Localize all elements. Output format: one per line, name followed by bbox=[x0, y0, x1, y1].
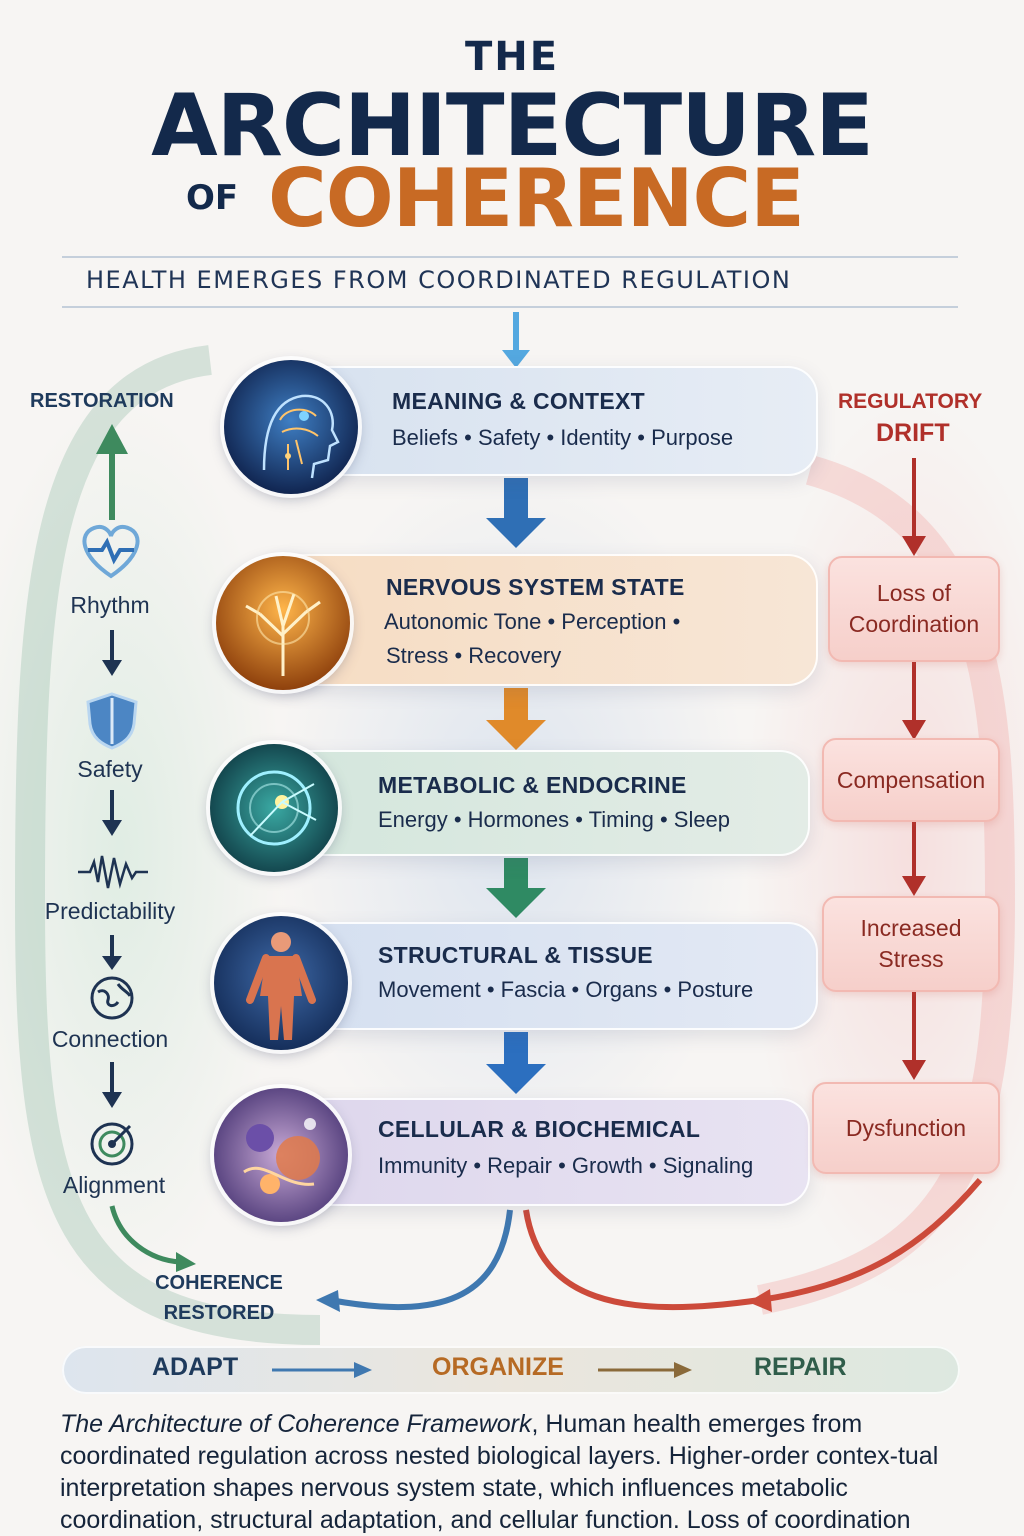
drift-stage-compensation: Compensation bbox=[822, 738, 1000, 822]
layer-card-structural: STRUCTURAL & TISSUE Movement • Fascia • … bbox=[262, 922, 818, 1030]
process-step-repair: REPAIR bbox=[754, 1353, 847, 1381]
layer-title: MEANING & CONTEXT bbox=[392, 388, 645, 414]
layer-items: Movement • Fascia • Organs • Posture bbox=[378, 977, 754, 1002]
process-step-adapt: ADAPT bbox=[152, 1353, 239, 1381]
shield-icon bbox=[84, 690, 140, 754]
layer-items: Energy • Hormones • Timing • Sleep bbox=[378, 807, 731, 832]
cells-molecules-icon bbox=[214, 1088, 348, 1222]
drift-stage-dysfunction: Dysfunction bbox=[812, 1082, 1000, 1174]
waveform-icon bbox=[78, 852, 148, 896]
layer-card-cellular: CELLULAR & BIOCHEMICAL Immunity • Repair… bbox=[262, 1098, 810, 1206]
layer-items-2: Stress • Recovery bbox=[386, 643, 562, 668]
down-arrow-1 bbox=[486, 478, 546, 548]
down-arrow-3 bbox=[486, 858, 546, 918]
heart-pulse-icon bbox=[76, 520, 146, 584]
cell-network-icon bbox=[210, 744, 338, 872]
layer-items: Beliefs • Safety • Identity • Purpose bbox=[392, 425, 734, 450]
layer-title: STRUCTURAL & TISSUE bbox=[378, 942, 653, 968]
restoration-step-safety: Safety bbox=[77, 756, 143, 782]
layer-title: NERVOUS SYSTEM STATE bbox=[386, 574, 685, 600]
title-of: OF bbox=[186, 178, 239, 218]
down-arrow-4 bbox=[486, 1032, 546, 1094]
brain-head-icon bbox=[224, 360, 358, 494]
drift-stage-line2: Coordination bbox=[848, 611, 980, 637]
coherence-label-line2: RESTORED bbox=[163, 1302, 275, 1324]
title-coherence: COHERENCE bbox=[268, 152, 805, 245]
restoration-step-alignment: Alignment bbox=[62, 1172, 166, 1198]
layer-title: CELLULAR & BIOCHEMICAL bbox=[378, 1116, 701, 1142]
restoration-step-predictability: Predictability bbox=[44, 898, 176, 924]
drift-stage-line1: Increased bbox=[860, 915, 962, 941]
title-the: THE bbox=[464, 34, 560, 80]
restoration-step-connection: Connection bbox=[51, 1026, 169, 1052]
description-text: , Human health emerges from coordinated … bbox=[60, 1410, 939, 1534]
layer-card-nervous: NERVOUS SYSTEM STATE Autonomic Tone • Pe… bbox=[262, 554, 818, 686]
restoration-step-rhythm: Rhythm bbox=[70, 592, 150, 618]
drift-heading-drift: DRIFT bbox=[876, 419, 950, 447]
neuron-tree-icon bbox=[216, 556, 350, 690]
layer-card-metabolic: METABOLIC & ENDOCRINE Energy • Hormones … bbox=[262, 750, 810, 856]
description-paragraph: The Architecture of Coherence Framework,… bbox=[60, 1408, 975, 1536]
process-bar bbox=[62, 1346, 960, 1394]
description-lead: The Architecture of Coherence Framework bbox=[60, 1410, 532, 1438]
layer-items: Immunity • Repair • Growth • Signaling bbox=[378, 1153, 754, 1178]
title-architecture: ARCHITECTURE bbox=[151, 76, 874, 176]
drift-stage-line1: Loss of bbox=[876, 580, 952, 606]
coherence-label-line1: COHERENCE bbox=[155, 1272, 283, 1294]
drift-stage-loss-of-coordination: Loss of Coordination bbox=[828, 556, 1000, 662]
globe-icon bbox=[88, 974, 136, 1026]
target-icon bbox=[88, 1118, 136, 1170]
coherence-restored-label: COHERENCE RESTORED bbox=[144, 1268, 294, 1328]
drift-stage-line1: Compensation bbox=[836, 766, 986, 793]
process-step-organize: ORGANIZE bbox=[432, 1353, 564, 1381]
drift-heading-regulatory: REGULATORY bbox=[838, 390, 983, 413]
layer-items: Autonomic Tone • Perception • bbox=[384, 609, 681, 634]
drift-stage-line2: Stress bbox=[878, 946, 944, 972]
divider-top bbox=[62, 256, 958, 258]
anatomy-body-icon bbox=[214, 916, 348, 1050]
drift-stage-line1: Dysfunction bbox=[845, 1114, 967, 1141]
subtitle: HEALTH EMERGES FROM COORDINATED REGULATI… bbox=[86, 266, 792, 294]
restoration-heading: RESTORATION bbox=[30, 390, 174, 412]
divider-bottom bbox=[62, 306, 958, 308]
down-arrow-2 bbox=[486, 688, 546, 750]
layer-title: METABOLIC & ENDOCRINE bbox=[378, 772, 687, 798]
